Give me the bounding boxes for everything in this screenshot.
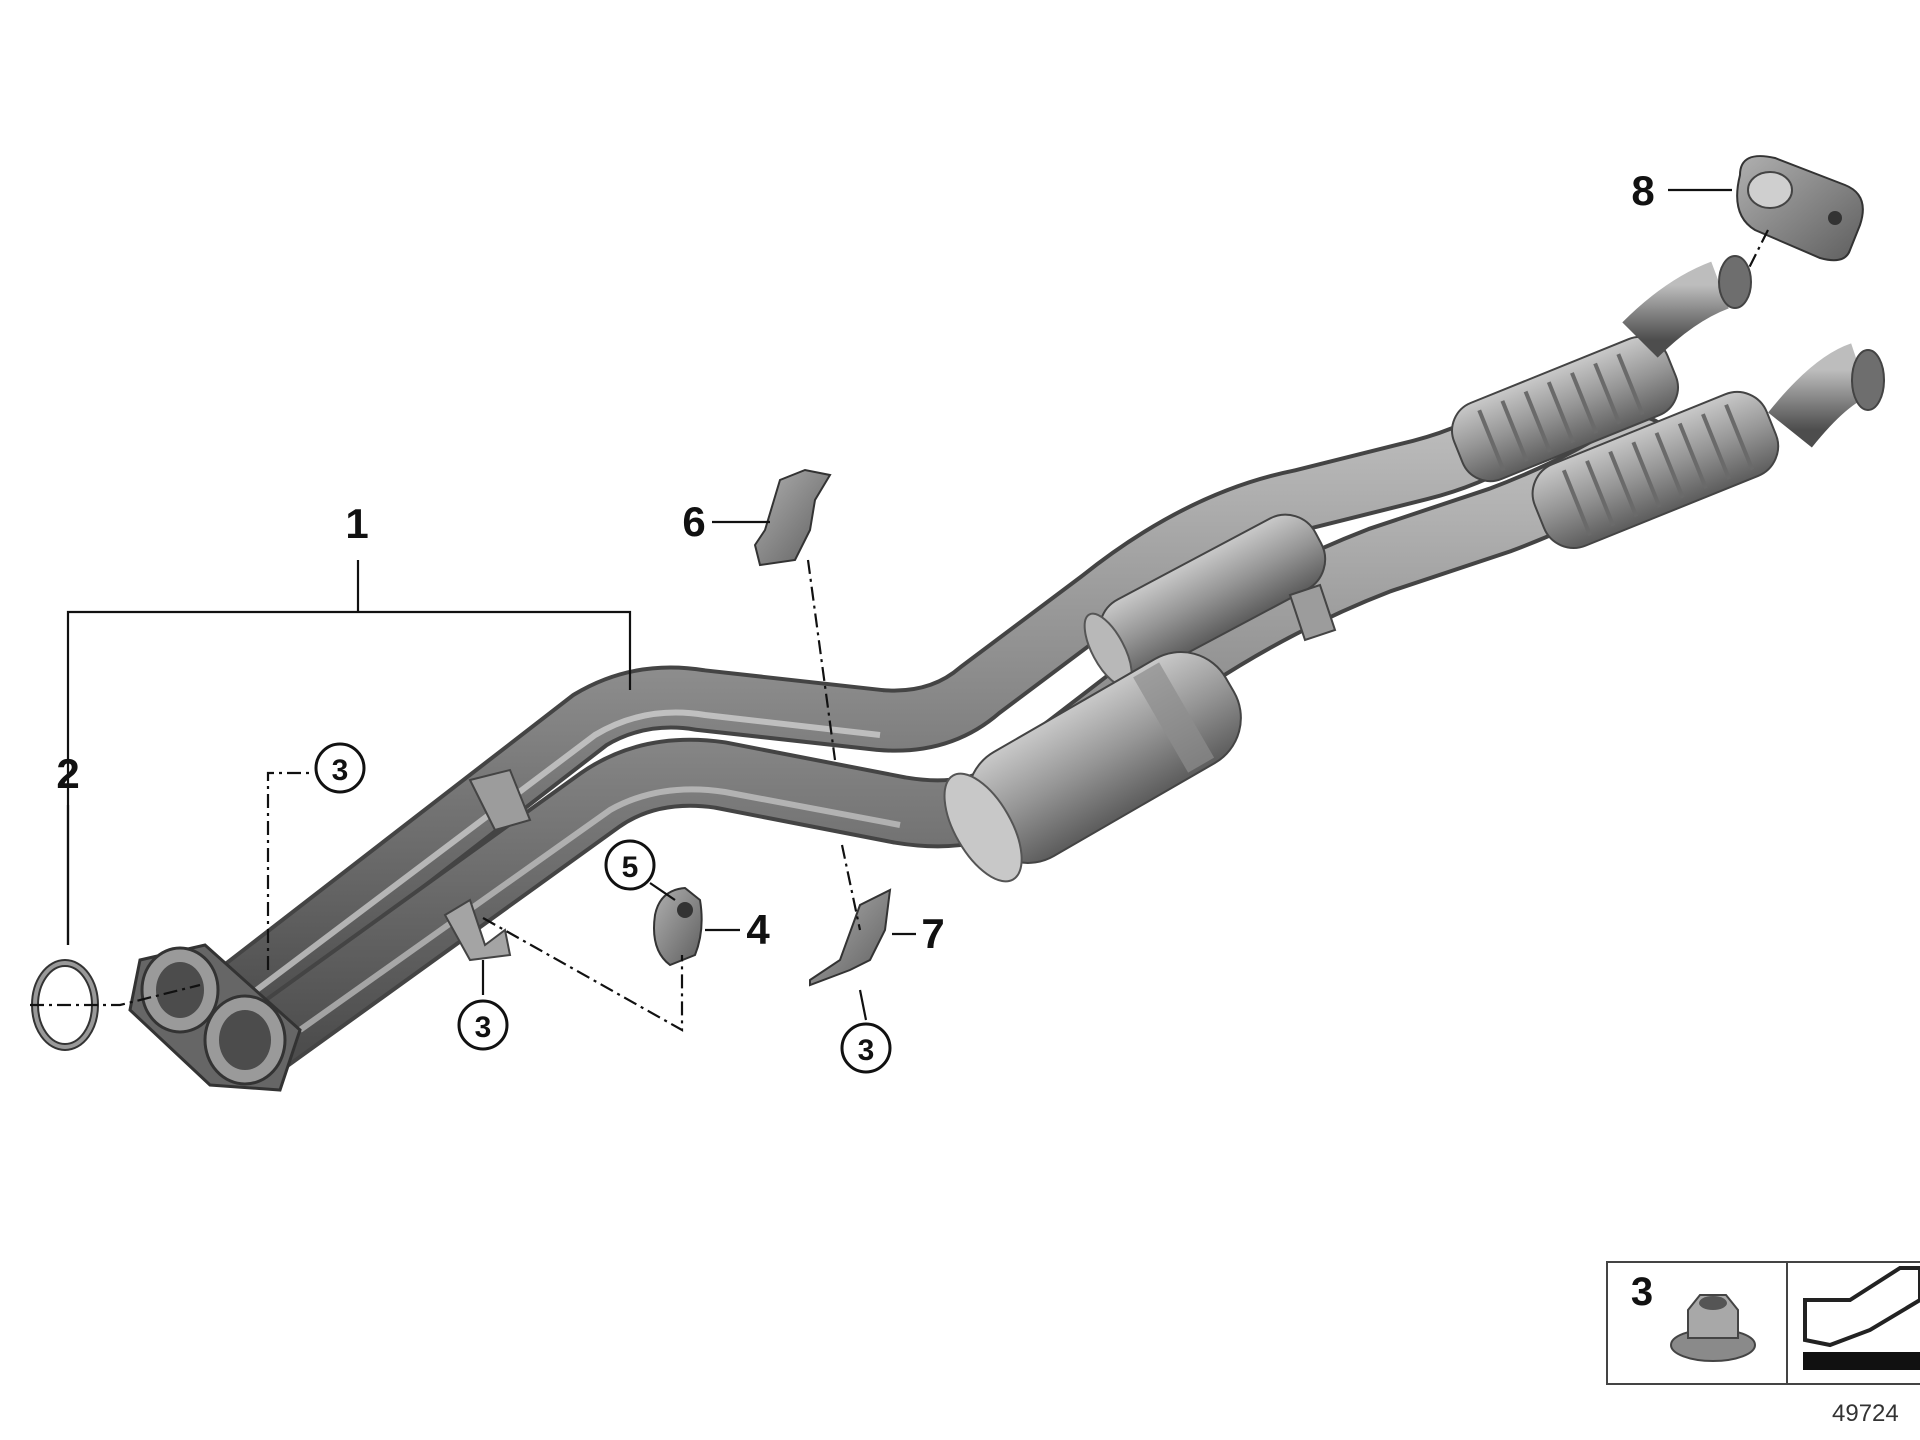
svg-text:3: 3 (332, 754, 349, 787)
upper-outlet-pipe (1622, 261, 1730, 358)
svg-text:3: 3 (858, 1034, 875, 1067)
direction-arrow-icon (1803, 1266, 1920, 1370)
lower-outlet-pipe (1768, 343, 1871, 448)
parts-legend-box: 3 (1606, 1261, 1920, 1385)
svg-text:5: 5 (622, 851, 639, 884)
upper-rear-resonator (1451, 336, 1679, 483)
lower-catalytic-converter (943, 651, 1242, 883)
callout-3-middle: 3 (457, 999, 509, 1051)
callout-3-top: 3 (314, 742, 366, 794)
callout-labels: 1 2 4 6 7 8 3 3 3 5 (56, 167, 1655, 1074)
exhaust-pipe-assembly (128, 255, 1885, 1092)
bracket-upper (753, 468, 832, 567)
callout-3-right: 3 (840, 1022, 892, 1074)
callout-1: 1 (345, 500, 368, 547)
pipe-bracket-front (468, 768, 532, 832)
callout-6: 6 (682, 498, 705, 545)
upper-catalytic-converter (1083, 513, 1327, 687)
callout-5: 5 (604, 839, 656, 891)
callout-2: 2 (56, 750, 79, 797)
pipe-clamp (1736, 155, 1864, 262)
drawing-code: 49724 (1832, 1400, 1899, 1427)
callout-8: 8 (1631, 167, 1654, 214)
bracket-lower (809, 888, 892, 987)
svg-text:3: 3 (475, 1011, 492, 1044)
callout-7: 7 (921, 910, 944, 957)
leader-lines (30, 188, 1769, 1032)
mounting-bracket-left (443, 898, 512, 962)
rubber-mount (653, 886, 703, 967)
lower-rear-resonator (1531, 391, 1780, 549)
front-flange (128, 943, 302, 1092)
legend-item-number: 3 (1631, 1270, 1653, 1314)
flange-nut-icon (1670, 1294, 1756, 1362)
pipe-bracket-rear (1288, 583, 1337, 642)
callout-4: 4 (746, 906, 770, 953)
